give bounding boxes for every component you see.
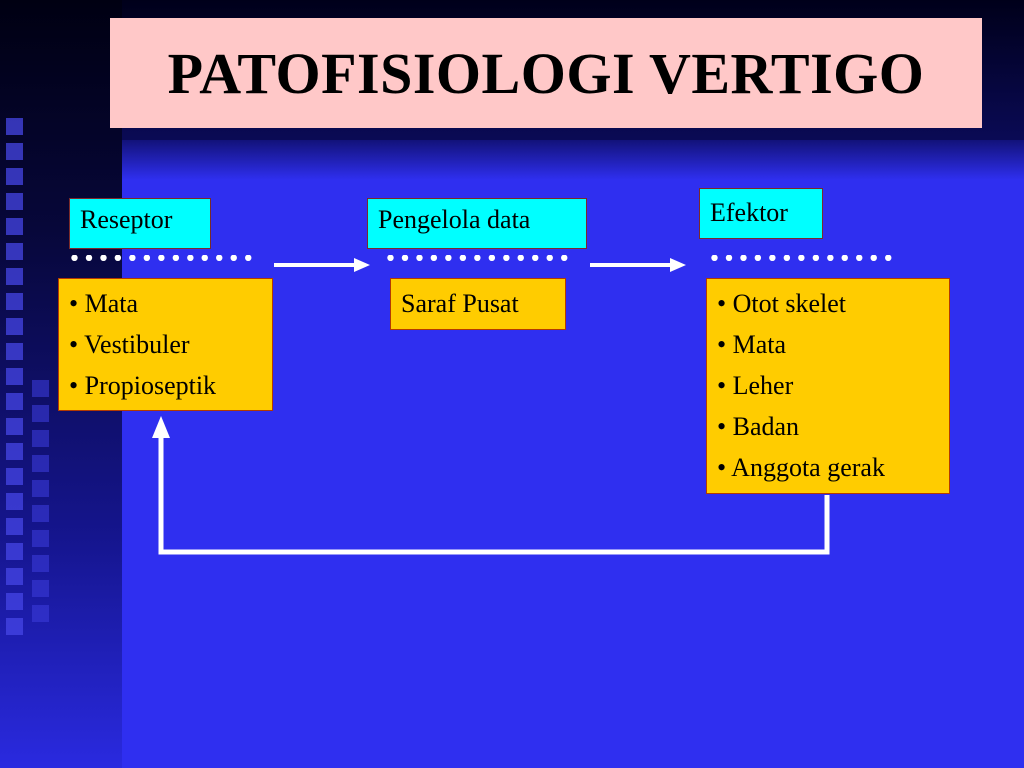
stage-label-pengelola-data: Pengelola data (367, 198, 587, 249)
list-item: • Otot skelet (717, 289, 846, 318)
feedback-arrow-efektor-to-reseptor (152, 416, 830, 555)
pengelola-items-box: Saraf Pusat (390, 278, 566, 330)
title-box: PATOFISIOLOGI VERTIGO (110, 18, 982, 128)
theme-top-fade (122, 140, 1024, 180)
reseptor-items-list: • Mata • Vestibuler • Propioseptik (69, 283, 262, 406)
decorative-squares-2 (32, 380, 54, 680)
efektor-items-box: • Otot skelet • Mata • Leher • Badan • A… (706, 278, 950, 494)
list-item: • Leher (717, 371, 794, 400)
list-item: • Anggota gerak (717, 453, 885, 482)
slide-title: PATOFISIOLOGI VERTIGO (167, 40, 925, 106)
list-item: • Vestibuler (69, 330, 190, 359)
dotted-separator-pengelola: ••••••••••••• (384, 255, 576, 267)
reseptor-items-box: • Mata • Vestibuler • Propioseptik (58, 278, 273, 411)
list-item: • Propioseptik (69, 371, 217, 400)
list-item: • Mata (69, 289, 139, 318)
dotted-separator-efektor: ••••••••••••• (708, 255, 904, 267)
decorative-squares (6, 118, 28, 658)
stage-label-reseptor: Reseptor (69, 198, 211, 249)
list-item: • Mata (717, 330, 787, 359)
dotted-separator-reseptor: ••••••••••••• (68, 255, 266, 267)
stage-label-efektor: Efektor (699, 188, 823, 239)
efektor-items-list: • Otot skelet • Mata • Leher • Badan • A… (717, 283, 939, 488)
arrow-pengelola-to-efektor (590, 258, 686, 272)
arrow-reseptor-to-pengelola (274, 258, 370, 272)
list-item: • Badan (717, 412, 800, 441)
